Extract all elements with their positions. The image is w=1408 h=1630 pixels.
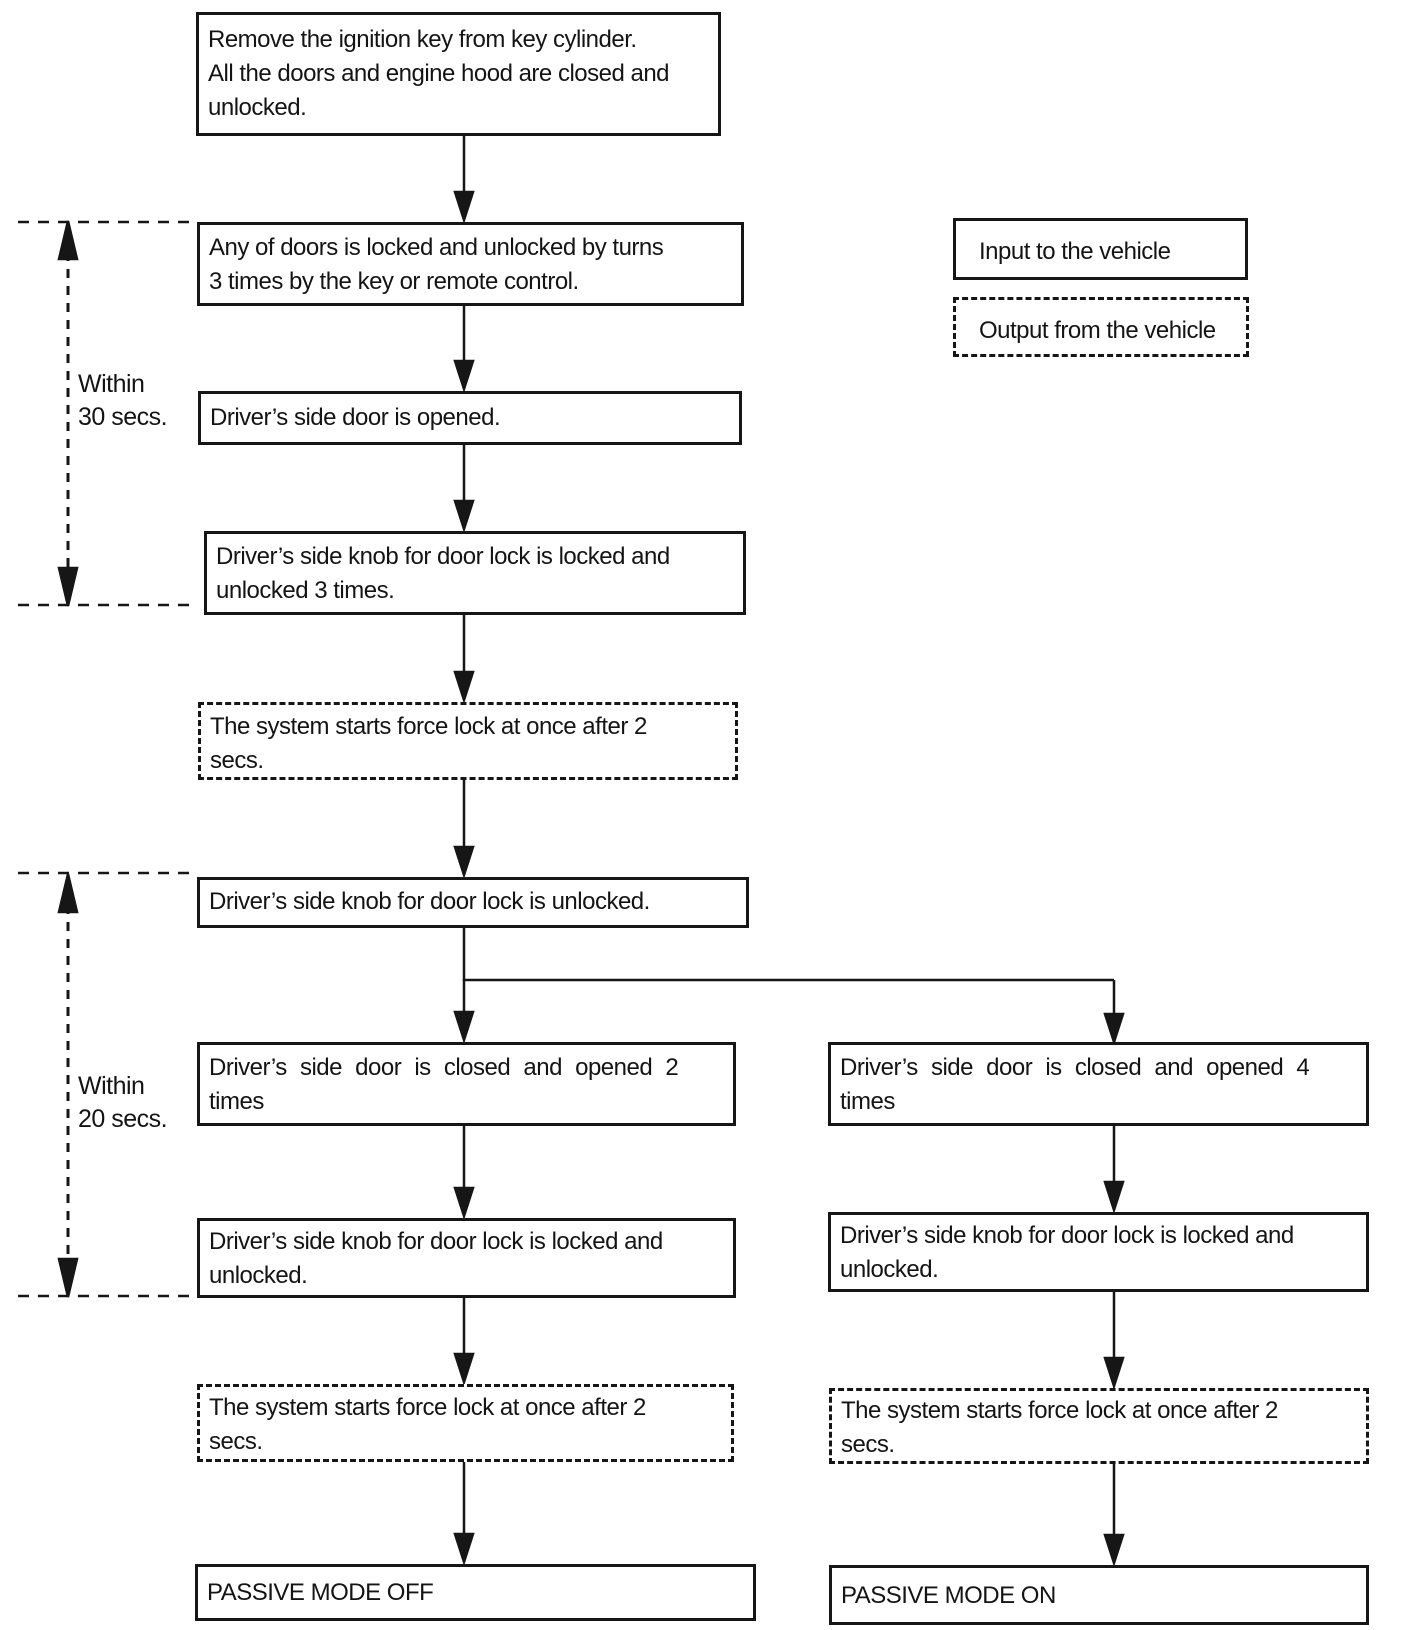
flow-box-passive-mode-off: PASSIVE MODE OFF <box>195 1564 756 1621</box>
connector-arrow-7-left <box>453 1298 475 1387</box>
flow-box-any-doors-locked: Any of doors is locked and unlocked by t… <box>197 222 744 306</box>
within-20-secs-label: Within 20 secs. <box>78 1072 168 1133</box>
arrow-down-icon <box>57 1257 79 1298</box>
arrow-down-icon <box>1103 1533 1125 1568</box>
arrow-down-icon <box>453 1186 475 1221</box>
arrow-down-icon <box>453 499 475 534</box>
flow-box-knob-locked-unlocked-left: Driver’s side knob for door lock is lock… <box>197 1218 736 1298</box>
connector-arrow-1 <box>453 136 475 225</box>
flow-box-knob-unlocked: Driver’s side knob for door lock is unlo… <box>197 877 749 928</box>
connector-arrow-3 <box>453 445 475 534</box>
flow-box-passive-mode-on: PASSIVE MODE ON <box>829 1565 1369 1625</box>
connector-arrow-8-left <box>453 1462 475 1567</box>
arrow-down-icon <box>453 359 475 394</box>
bracket-within-30 <box>18 220 192 607</box>
legend-output-box: Output from the vehicle <box>953 297 1249 357</box>
arrow-down-icon <box>453 670 475 705</box>
connector-arrow-5 <box>453 780 475 880</box>
flow-box-remove-key: Remove the ignition key from key cylinde… <box>196 12 721 136</box>
arrow-down-icon <box>453 190 475 225</box>
arrow-down-icon <box>1103 1012 1125 1047</box>
flow-box-knob-locked-unlocked-right: Driver’s side knob for door lock is lock… <box>828 1212 1369 1292</box>
connector-arrow-4 <box>453 615 475 705</box>
arrow-down-icon <box>1103 1180 1125 1215</box>
flow-box-force-lock-output-1: The system starts force lock at once aft… <box>198 702 738 780</box>
connector-branch <box>453 928 1125 1047</box>
flow-box-door-closed-opened-4: Driver’s side door is closed and opened … <box>828 1042 1369 1126</box>
connector-arrow-7-right <box>1103 1292 1125 1391</box>
arrow-down-icon <box>453 1532 475 1567</box>
flow-box-force-lock-output-left: The system starts force lock at once aft… <box>197 1384 734 1462</box>
flow-box-knob-locked-3-times: Driver’s side knob for door lock is lock… <box>204 531 746 615</box>
flow-box-door-opened: Driver’s side door is opened. <box>198 391 742 445</box>
connector-arrow-6-right <box>1103 1126 1125 1215</box>
arrow-down-icon <box>1103 1356 1125 1391</box>
connector-arrow-8-right <box>1103 1464 1125 1568</box>
bracket-within-20 <box>18 871 192 1298</box>
arrow-down-icon <box>453 1010 475 1045</box>
connector-arrow-6-left <box>453 1126 475 1221</box>
flow-box-force-lock-output-right: The system starts force lock at once aft… <box>829 1388 1369 1464</box>
arrow-down-icon <box>57 566 79 607</box>
arrow-down-icon <box>453 845 475 880</box>
legend-input-box: Input to the vehicle <box>953 218 1248 280</box>
flow-box-door-closed-opened-2: Driver’s side door is closed and opened … <box>197 1042 736 1126</box>
connector-arrow-2 <box>453 306 475 394</box>
within-30-secs-label: Within 30 secs. <box>78 370 168 431</box>
arrow-down-icon <box>453 1352 475 1387</box>
